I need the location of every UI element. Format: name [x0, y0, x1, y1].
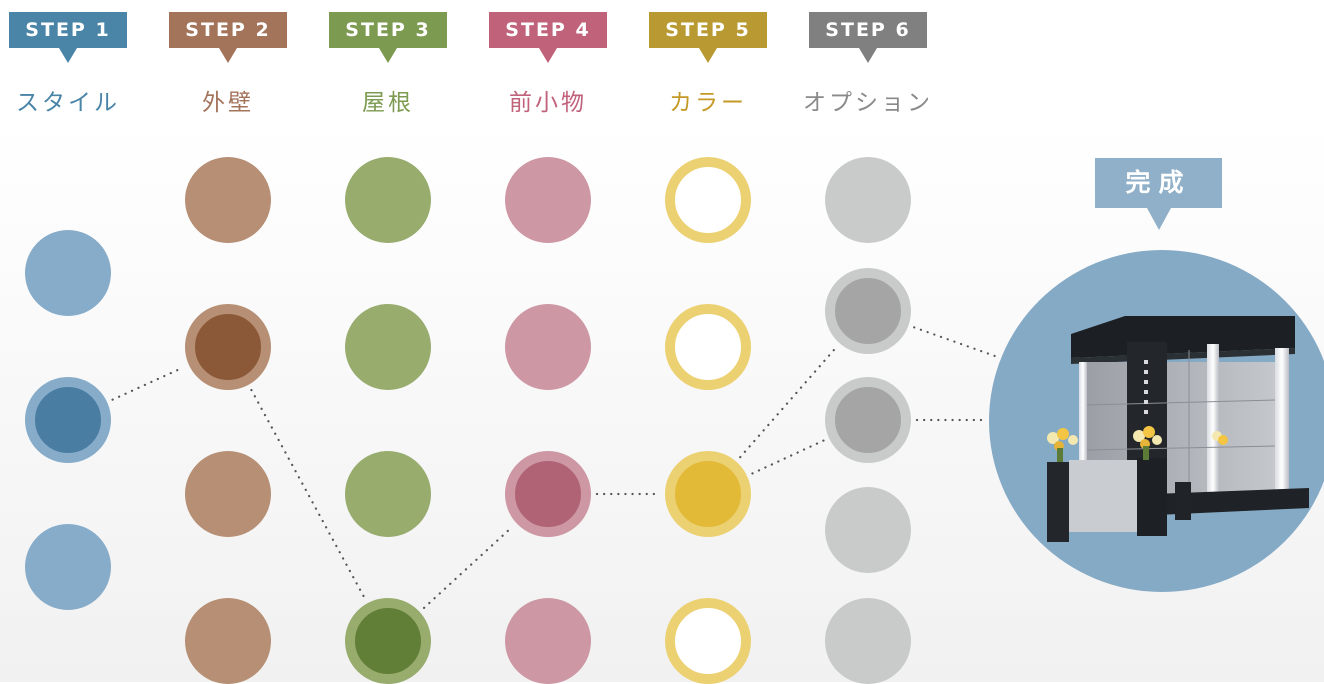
finish-badge: 完成 — [1095, 158, 1222, 230]
link-step3-step4 — [422, 526, 514, 609]
option-node-step2-3[interactable] — [185, 451, 271, 537]
step-label-5: カラー — [669, 90, 747, 116]
option-node-step1-1[interactable] — [25, 230, 111, 316]
result-image — [989, 250, 1324, 592]
option-node-step2-2[interactable] — [185, 304, 271, 390]
option-node-step1-3[interactable] — [25, 524, 111, 610]
step-badge-6: STEP 6 — [809, 12, 927, 63]
step-label-4: 前小物 — [509, 90, 587, 116]
option-node-step5-3[interactable] — [665, 451, 751, 537]
step-label-3: 屋根 — [362, 90, 414, 116]
step-label-2: 外壁 — [202, 90, 254, 116]
option-node-step6-5[interactable] — [825, 598, 911, 684]
step-badge-2: STEP 2 — [169, 12, 287, 63]
step-label-6: オプション — [803, 90, 933, 116]
step-badge-5: STEP 5 — [649, 12, 767, 63]
option-node-step6-2[interactable] — [825, 268, 911, 354]
option-node-step3-2[interactable] — [345, 304, 431, 390]
step-badge-3: STEP 3 — [329, 12, 447, 63]
option-node-step6-1[interactable] — [825, 157, 911, 243]
mausoleum-icon — [1047, 316, 1309, 542]
step-badge-4: STEP 4 — [489, 12, 607, 63]
option-node-step5-1[interactable] — [665, 157, 751, 243]
option-node-step6-4[interactable] — [825, 487, 911, 573]
step-label-1: スタイル — [16, 90, 120, 116]
option-node-step4-2[interactable] — [505, 304, 591, 390]
option-node-step3-4[interactable] — [345, 598, 431, 684]
option-node-step3-3[interactable] — [345, 451, 431, 537]
option-node-step3-1[interactable] — [345, 157, 431, 243]
option-node-step4-3[interactable] — [505, 451, 591, 537]
step-badge-1: STEP 1 — [9, 12, 127, 63]
option-node-step4-1[interactable] — [505, 157, 591, 243]
option-node-step5-2[interactable] — [665, 304, 751, 390]
option-node-step1-2[interactable] — [25, 377, 111, 463]
option-node-step2-1[interactable] — [185, 157, 271, 243]
option-node-step2-4[interactable] — [185, 598, 271, 684]
link-step1-step2 — [111, 366, 185, 401]
link-step5-step6 — [751, 439, 825, 475]
option-node-step4-4[interactable] — [505, 598, 591, 684]
option-node-step6-3[interactable] — [825, 377, 911, 463]
link-step6-result — [913, 326, 997, 358]
option-node-step5-4[interactable] — [665, 598, 751, 684]
link-step5-step6 — [739, 346, 837, 459]
